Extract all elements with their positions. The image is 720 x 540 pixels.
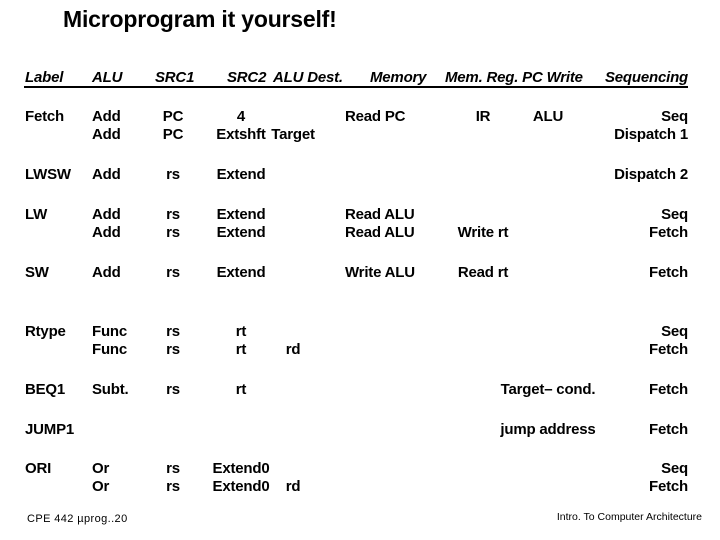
- table-header-row: Label ALU SRC1 SRC2 ALU Dest. Memory Mem…: [0, 70, 720, 88]
- cell-label: Fetch: [25, 108, 65, 125]
- cell-src2: Extshft: [216, 126, 266, 143]
- slide-title: Microprogram it yourself!: [63, 6, 337, 32]
- cell-alu: Add: [92, 108, 121, 125]
- cell-src1: rs: [166, 341, 180, 358]
- cell-sequencing: Seq: [661, 323, 688, 340]
- cell-label: LWSW: [25, 166, 71, 183]
- col-header-memory: Memory: [370, 69, 427, 86]
- microcode-line-rtype-2: Func rs rt rd Fetch: [0, 341, 720, 359]
- cell-mem-reg: Read rt: [457, 264, 509, 281]
- microcode-line-fetch-2: Add PC Extshft Target Dispatch 1: [0, 126, 720, 144]
- cell-alu: Or: [92, 478, 110, 495]
- cell-alu: Add: [92, 224, 121, 241]
- cell-memory: Read ALU: [345, 224, 415, 241]
- col-header-label: Label: [25, 69, 64, 86]
- cell-src2: Extend0: [212, 478, 270, 495]
- cell-sequencing: Dispatch 1: [614, 126, 688, 143]
- cell-label: SW: [25, 264, 49, 281]
- cell-src2: Extend0: [212, 460, 270, 477]
- microcode-line-lw-1: LW Add rs Extend Read ALU Seq: [0, 206, 720, 224]
- cell-sequencing: Fetch: [648, 341, 688, 358]
- cell-src2: Extend: [216, 166, 266, 183]
- microcode-line-jump1: JUMP1 jump address Fetch: [0, 421, 720, 439]
- cell-memory: Read PC: [345, 108, 406, 125]
- cell-sequencing: Fetch: [648, 478, 688, 495]
- cell-src2: rt: [235, 381, 247, 398]
- cell-mem-reg: IR: [475, 108, 491, 125]
- cell-alu-dest: rd: [285, 341, 301, 358]
- cell-src1: PC: [162, 126, 184, 143]
- cell-sequencing: Seq: [661, 206, 688, 223]
- cell-pc-write: Target– cond.: [500, 381, 596, 398]
- cell-src2: Extend: [216, 206, 266, 223]
- cell-memory: Write ALU: [345, 264, 415, 281]
- cell-sequencing: Fetch: [648, 264, 688, 281]
- cell-src1: rs: [166, 224, 180, 241]
- cell-src1: PC: [162, 108, 184, 125]
- cell-src2: rt: [235, 341, 247, 358]
- cell-memory: Read ALU: [345, 206, 415, 223]
- cell-src2: Extend: [216, 264, 266, 281]
- microcode-line-ori-2: Or rs Extend0 rd Fetch: [0, 478, 720, 496]
- col-header-alu-dest: ALU Dest.: [273, 69, 343, 86]
- col-header-sequencing: Sequencing: [604, 69, 688, 86]
- microcode-line-lwsw: LWSW Add rs Extend Dispatch 2: [0, 166, 720, 184]
- cell-src2: rt: [235, 323, 247, 340]
- cell-mem-reg: Write rt: [457, 224, 509, 241]
- cell-sequencing: Fetch: [648, 224, 688, 241]
- cell-src1: rs: [166, 206, 180, 223]
- cell-src2: 4: [236, 108, 246, 125]
- cell-alu: Add: [92, 264, 121, 281]
- cell-alu-dest: rd: [285, 478, 301, 495]
- cell-alu: Add: [92, 126, 121, 143]
- col-header-alu: ALU: [92, 69, 123, 86]
- header-underline: [24, 86, 688, 88]
- footer-course-title: Intro. To Computer Architecture: [556, 511, 702, 523]
- cell-sequencing: Seq: [661, 460, 688, 477]
- cell-pc-write: ALU: [532, 108, 564, 125]
- microcode-line-sw: SW Add rs Extend Write ALU Read rt Fetch: [0, 264, 720, 282]
- cell-src1: rs: [166, 264, 180, 281]
- footer-course-label: CPE 442 µprog..20: [27, 513, 128, 525]
- cell-src1: rs: [166, 166, 180, 183]
- cell-label: BEQ1: [25, 381, 66, 398]
- cell-sequencing: Dispatch 2: [614, 166, 688, 183]
- cell-src1: rs: [166, 381, 180, 398]
- cell-src1: rs: [166, 478, 180, 495]
- microcode-line-rtype-1: Rtype Func rs rt Seq: [0, 323, 720, 341]
- col-header-mem-reg-pc-write: Mem. Reg. PC Write: [445, 69, 583, 86]
- cell-src2: Extend: [216, 224, 266, 241]
- cell-alu: Func: [92, 323, 128, 340]
- cell-sequencing: Fetch: [648, 421, 688, 438]
- cell-alu-dest: Target: [271, 126, 315, 143]
- microcode-line-beq1: BEQ1 Subt. rs rt Target– cond. Fetch: [0, 381, 720, 399]
- cell-label: Rtype: [25, 323, 66, 340]
- cell-src1: rs: [166, 323, 180, 340]
- microcode-line-lw-2: Add rs Extend Read ALU Write rt Fetch: [0, 224, 720, 242]
- cell-alu: Subt.: [92, 381, 129, 398]
- microcode-line-ori-1: ORI Or rs Extend0 Seq: [0, 460, 720, 478]
- cell-alu: Or: [92, 460, 110, 477]
- microcode-line-fetch-1: Fetch Add PC 4 Read PC IR ALU Seq: [0, 108, 720, 126]
- cell-src1: rs: [166, 460, 180, 477]
- col-header-src2: SRC2: [227, 69, 267, 86]
- cell-label: LW: [25, 206, 48, 223]
- cell-sequencing: Seq: [661, 108, 688, 125]
- cell-alu: Add: [92, 166, 121, 183]
- cell-pc-write: jump address: [500, 421, 596, 438]
- cell-label: JUMP1: [25, 421, 75, 438]
- cell-sequencing: Fetch: [648, 381, 688, 398]
- col-header-src1: SRC1: [155, 69, 195, 86]
- cell-alu: Add: [92, 206, 121, 223]
- cell-alu: Func: [92, 341, 128, 358]
- cell-label: ORI: [25, 460, 52, 477]
